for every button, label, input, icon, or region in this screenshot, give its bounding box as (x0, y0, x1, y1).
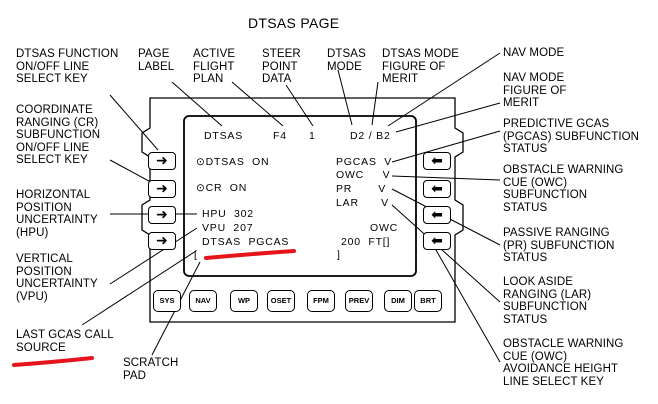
lsk-left-1[interactable]: ➜ (148, 152, 176, 170)
label-lar-status: LOOK ASIDE RANGING (LAR) SUBFUNCTION STA… (503, 276, 592, 326)
label-last-gcas-source: LAST GCAS CALL SOURCE (16, 329, 114, 354)
label-pr-status: PASSIVE RANGING (PR) SUBFUNCTION STATUS (503, 227, 615, 264)
label-dtsas-mode: DTSAS MODE (327, 48, 366, 73)
label-cr-lsk: COORDINATE RANGING (CR) SUBFUNCTION ON/O… (16, 104, 101, 166)
lsk-left-3[interactable]: ➜ (148, 206, 176, 224)
screen-flight-plan: F4 (273, 130, 287, 142)
screen-cr-on: ⊙CR ON (196, 182, 248, 194)
fpm-key[interactable]: FPM (307, 290, 335, 312)
arrow-left-icon: ⬅ (431, 206, 443, 222)
screen-dtsas-on: ⊙DTSAS ON (196, 156, 270, 168)
label-owc-height-lsk: OBSTACLE WARNING CUE (OWC) AVOIDANCE HEI… (503, 338, 624, 388)
label-active-flight-plan: ACTIVE FLIGHT PLAN (193, 48, 236, 85)
lsk-right-2[interactable]: ⬅ (423, 180, 451, 198)
label-page-label: PAGE LABEL (138, 48, 175, 73)
label-steer-point-data: STEER POINT DATA (262, 48, 301, 85)
arrow-right-icon: ➜ (156, 152, 168, 168)
prev-key[interactable]: PREV (345, 290, 373, 312)
label-dtsas-function-lsk: DTSAS FUNCTION ON/OFF LINE SELECT KEY (16, 48, 119, 85)
label-nav-mode-fom: NAV MODE FIGURE OF MERIT (503, 72, 567, 109)
arrow-left-icon: ⬅ (431, 232, 443, 248)
label-scratch-pad: SCRATCH PAD (123, 357, 179, 382)
arrow-right-icon: ➜ (156, 180, 168, 196)
screen-lar: LAR V (336, 197, 389, 209)
lsk-right-4[interactable]: ⬅ (423, 232, 451, 250)
screen-pr: PR V (336, 183, 387, 195)
lsk-right-1[interactable]: ⬅ (423, 152, 451, 170)
screen-cr-on-text: CR ON (205, 182, 248, 194)
arrow-left-icon: ⬅ (431, 152, 443, 168)
arrow-right-icon: ➜ (156, 232, 168, 248)
screen-steer-point: 1 (309, 130, 316, 142)
last-gcas-highlight (12, 356, 94, 367)
screen-vpu: VPU 207 (202, 222, 254, 234)
display-bezel (141, 97, 464, 323)
label-vpu: VERTICAL POSITION UNCERTAINTY (VPU) (16, 253, 98, 303)
page-title: DTSAS PAGE (248, 15, 340, 31)
label-owc-status: OBSTACLE WARNING CUE (OWC) SUBFUNCTION S… (503, 164, 624, 214)
screen-scratch-right-bracket: ] (337, 249, 341, 261)
lsk-right-3[interactable]: ⬅ (423, 206, 451, 224)
nav-key[interactable]: NAV (189, 290, 217, 312)
wp-key[interactable]: WP (230, 290, 258, 312)
screen-page-label: DTSAS (204, 130, 244, 142)
screen-scratch-left-bracket: [ (194, 249, 198, 261)
screen-last-gcas: DTSAS PGCAS (202, 236, 290, 248)
oset-key[interactable]: OSET (267, 290, 295, 312)
brt-key[interactable]: BRT (414, 290, 442, 312)
sys-key[interactable]: SYS (153, 290, 181, 312)
arrow-left-icon: ⬅ (431, 180, 443, 196)
dim-key[interactable]: DIM (384, 290, 412, 312)
screen-dtsas-on-text: DTSAS ON (205, 156, 270, 168)
screen-hpu: HPU 302 (202, 208, 254, 220)
label-hpu: HORIZONTAL POSITION UNCERTAINTY (HPU) (16, 189, 98, 239)
screen-pgcas: PGCAS V (336, 156, 392, 168)
label-pgcas-status: PREDICTIVE GCAS (PGCAS) SUBFUNCTION STAT… (503, 118, 640, 155)
scratchpad-highlight (204, 249, 296, 260)
label-dtsas-mode-fom: DTSAS MODE FIGURE OF MERIT (382, 48, 460, 85)
lsk-left-2[interactable]: ➜ (148, 180, 176, 198)
screen-owc-header: OWC (370, 222, 399, 234)
screen-mode: D2 / B2 (350, 130, 391, 142)
label-nav-mode: NAV MODE (503, 47, 565, 59)
lsk-left-4[interactable]: ➜ (148, 232, 176, 250)
screen-owc-height: 200 FT[] (341, 236, 391, 248)
display-screen (183, 115, 417, 277)
screen-owc: OWC V (336, 169, 391, 181)
arrow-right-icon: ➜ (156, 206, 168, 222)
